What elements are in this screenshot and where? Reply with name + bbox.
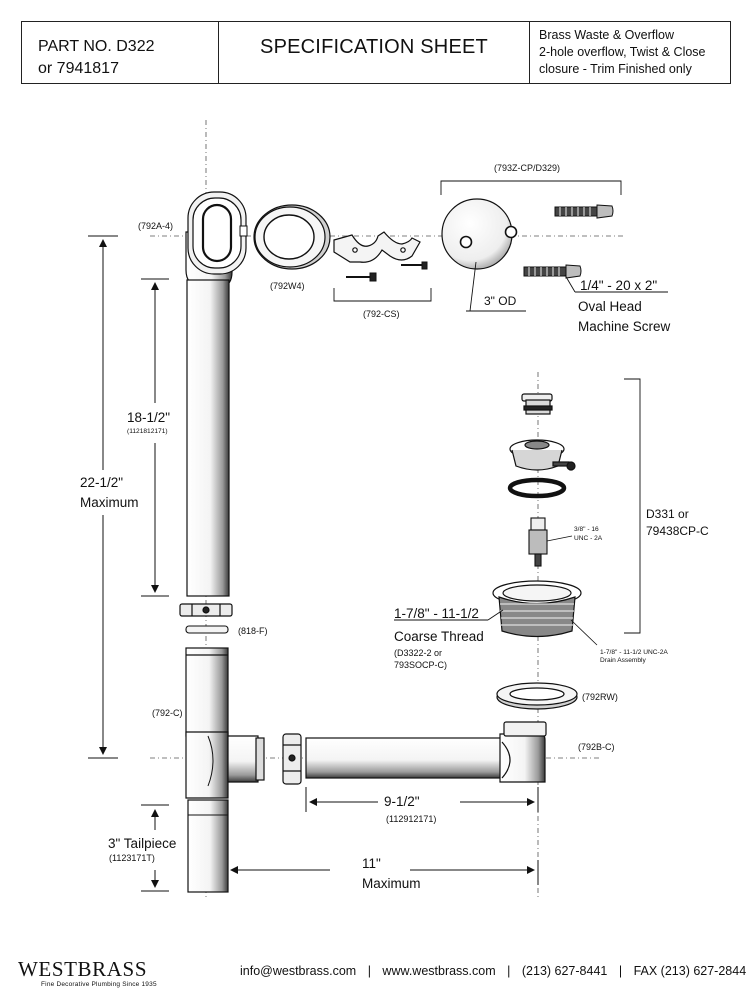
stopper-cap — [509, 439, 576, 471]
label-792rw: (792RW) — [582, 692, 618, 702]
label-793z: (793Z-CP/D329) — [494, 163, 560, 173]
brand-tagline: Fine Decorative Plumbing Since 1935 — [41, 981, 157, 988]
d331-bracket — [624, 378, 641, 634]
label-stem-unc: UNC - 2A — [574, 535, 603, 542]
desc-line-3: closure - Trim Finished only — [539, 62, 692, 76]
stem-leader — [546, 535, 573, 542]
part-number-cell: PART NO. D322 or 7941817 — [22, 22, 219, 83]
label-792cs: (792-CS) — [363, 309, 400, 319]
label-dim-9-part: (112912171) — [386, 814, 436, 824]
overflow-elbow-part — [185, 191, 248, 288]
twist-close-knob — [521, 393, 553, 415]
email-link[interactable]: info@westbrass.com — [240, 964, 357, 978]
separator: | — [367, 964, 371, 978]
label-tailpiece: 3" Tailpiece — [108, 836, 176, 851]
label-dim-22-1-2: 22-1/2" — [80, 475, 123, 490]
product-description: Brass Waste & Overflow 2-hole overflow, … — [530, 22, 730, 83]
label-oval-head: Oval Head — [578, 299, 642, 314]
part-number: PART NO. D322 — [38, 38, 155, 55]
waste-arm-tube — [305, 737, 503, 779]
overflow-tube — [186, 279, 230, 597]
label-dim-9-1-2: 9-1/2" — [384, 794, 420, 809]
label-dim-22-max: Maximum — [80, 495, 139, 510]
label-screw-size: 1/4" - 20 x 2" — [580, 278, 657, 293]
label-stem-thread: 3/8" - 16 — [574, 526, 599, 533]
stopper-stem — [528, 517, 548, 567]
label-dim-11: 11" — [362, 856, 381, 871]
contact-info: info@westbrass.com | www.westbrass.com |… — [240, 964, 746, 978]
label-dim-18-1-2: 18-1/2" — [127, 410, 170, 425]
thread-leader — [487, 609, 504, 621]
overflow-faceplate-part — [441, 198, 518, 270]
desc-line-1: Brass Waste & Overflow — [539, 28, 674, 42]
tee-fitting-part — [185, 647, 265, 799]
drain-flange-part — [492, 580, 582, 638]
crossbar-part — [333, 231, 421, 263]
label-792w4: (792W4) — [270, 281, 305, 291]
oval-head-screw-lower — [523, 264, 582, 279]
label-79438cp: 79438CP-C — [646, 524, 709, 538]
label-dim-18-part: (1121812171) — [127, 428, 168, 435]
crossbar-bracket — [333, 288, 432, 302]
label-3-od: 3" OD — [484, 294, 517, 308]
friction-washer-part — [185, 625, 229, 634]
drain-elbow-part — [499, 721, 547, 783]
label-792c: (792-C) — [152, 708, 183, 718]
faceplate-bracket — [440, 180, 622, 195]
tailpiece-tube — [187, 799, 229, 893]
fax-number: FAX (213) 627-2844 — [633, 964, 747, 978]
dimension-lines — [88, 235, 539, 892]
label-thread-size: 1-7/8" - 11-1/2 — [394, 606, 479, 621]
separator: | — [507, 964, 511, 978]
crossbar-screws — [346, 261, 428, 282]
label-792a4: (792A-4) — [138, 221, 173, 231]
spec-header: PART NO. D322 or 7941817 SPECIFICATION S… — [21, 21, 731, 84]
label-d331: D331 or — [646, 507, 689, 521]
waste-slip-nut — [282, 733, 302, 785]
screw-leader — [564, 274, 576, 293]
phone-number: (213) 627-8441 — [521, 964, 608, 978]
separator: | — [618, 964, 623, 978]
label-drain-assembly: Drain Assembly — [600, 657, 647, 664]
desc-line-2: 2-hole overflow, Twist & Close — [539, 45, 706, 59]
brand-name: WESTBRASS — [18, 957, 148, 981]
label-792bc: (792B-C) — [578, 742, 615, 752]
overflow-gasket-part — [253, 204, 331, 270]
label-coarse-thread: Coarse Thread — [394, 629, 484, 644]
label-d3322: (D3322-2 or — [394, 648, 442, 658]
label-793socp: 793SOCP-C) — [394, 660, 447, 670]
sheet-title: SPECIFICATION SHEET — [219, 22, 530, 83]
drain-washer-part — [496, 682, 578, 710]
label-tailpiece-part: (1123171T) — [109, 853, 155, 863]
alt-part-number: or 7941817 — [38, 60, 119, 77]
label-818f: (818-F) — [238, 626, 268, 636]
westbrass-logo: WESTBRASS Fine Decorative Plumbing Since… — [18, 958, 157, 988]
drain-assembly-leader — [570, 619, 598, 646]
stopper-o-ring — [507, 477, 567, 499]
oval-head-screw-upper — [554, 204, 614, 219]
label-dim-11-max: Maximum — [362, 876, 421, 891]
label-drain-thread: 1-7/8" - 11-1/2 UNC-2A — [600, 649, 668, 656]
slip-nut-part — [179, 603, 233, 617]
label-machine-screw: Machine Screw — [578, 319, 671, 334]
website-link[interactable]: www.westbrass.com — [382, 964, 496, 978]
od-leader — [469, 261, 477, 312]
